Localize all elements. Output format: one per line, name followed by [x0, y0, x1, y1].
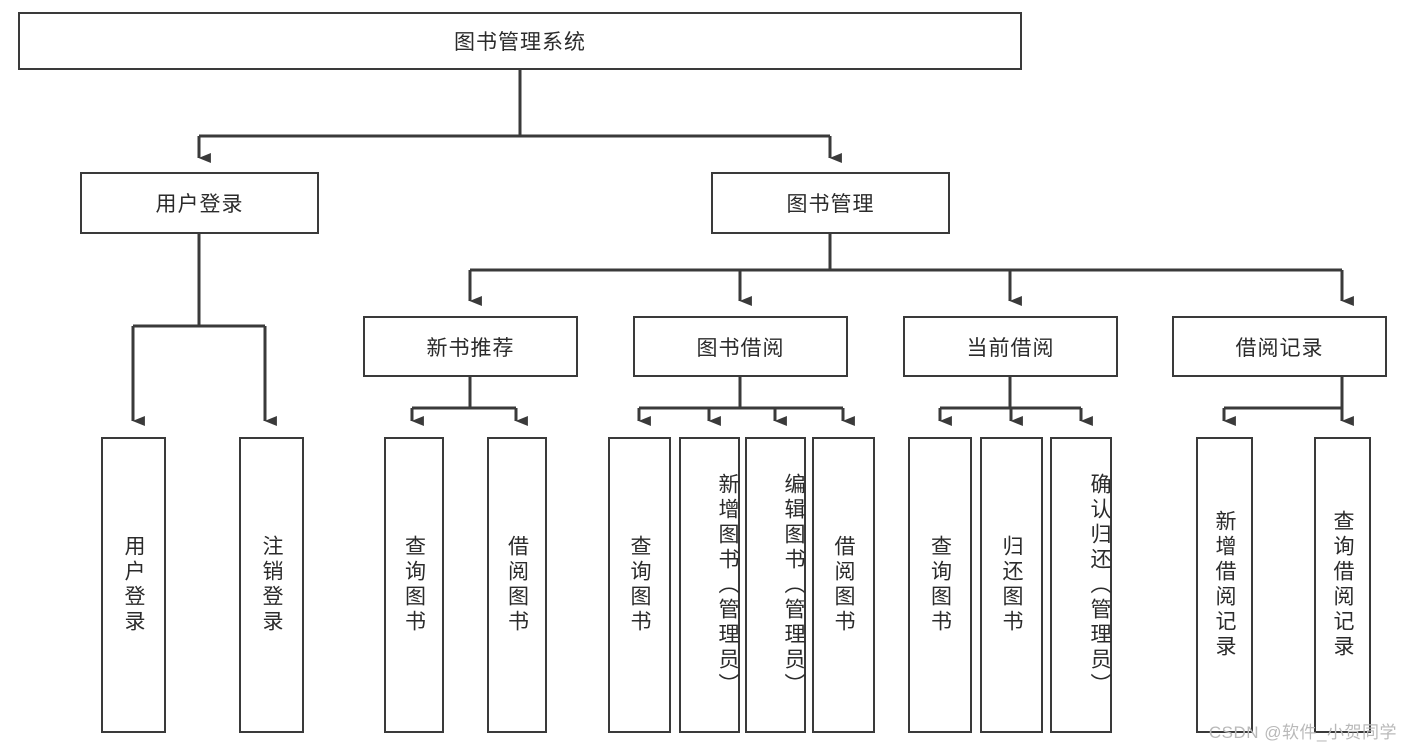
leaf-return-book[interactable]: 归还图书 [980, 437, 1043, 733]
leaf-borrow-book-borrow[interactable]: 借阅图书 [812, 437, 875, 733]
leaf-add-book-admin[interactable]: 新增图书（管理员） [679, 437, 740, 733]
leaf-user-login[interactable]: 用户登录 [101, 437, 166, 733]
leaf-query-book-borrow[interactable]: 查询图书 [608, 437, 671, 733]
leaf-borrow-book-rec[interactable]: 借阅图书 [487, 437, 547, 733]
node-book-manage[interactable]: 图书管理 [711, 172, 950, 234]
node-new-book-recommend[interactable]: 新书推荐 [363, 316, 578, 377]
leaf-query-book-rec[interactable]: 查询图书 [384, 437, 444, 733]
csdn-watermark: CSDN @软件_小贺同学 [1208, 723, 1397, 742]
leaf-add-borrow-record[interactable]: 新增借阅记录 [1196, 437, 1253, 733]
leaf-query-book-current[interactable]: 查询图书 [908, 437, 972, 733]
leaf-query-borrow-record[interactable]: 查询借阅记录 [1314, 437, 1371, 733]
node-root[interactable]: 图书管理系统 [18, 12, 1022, 70]
node-book-borrow[interactable]: 图书借阅 [633, 316, 848, 377]
node-borrow-record[interactable]: 借阅记录 [1172, 316, 1387, 377]
node-user-login[interactable]: 用户登录 [80, 172, 319, 234]
node-current-borrow[interactable]: 当前借阅 [903, 316, 1118, 377]
leaf-logout-login[interactable]: 注销登录 [239, 437, 304, 733]
leaf-confirm-return-admin[interactable]: 确认归还（管理员） [1050, 437, 1112, 733]
leaf-edit-book-admin[interactable]: 编辑图书（管理员） [745, 437, 806, 733]
